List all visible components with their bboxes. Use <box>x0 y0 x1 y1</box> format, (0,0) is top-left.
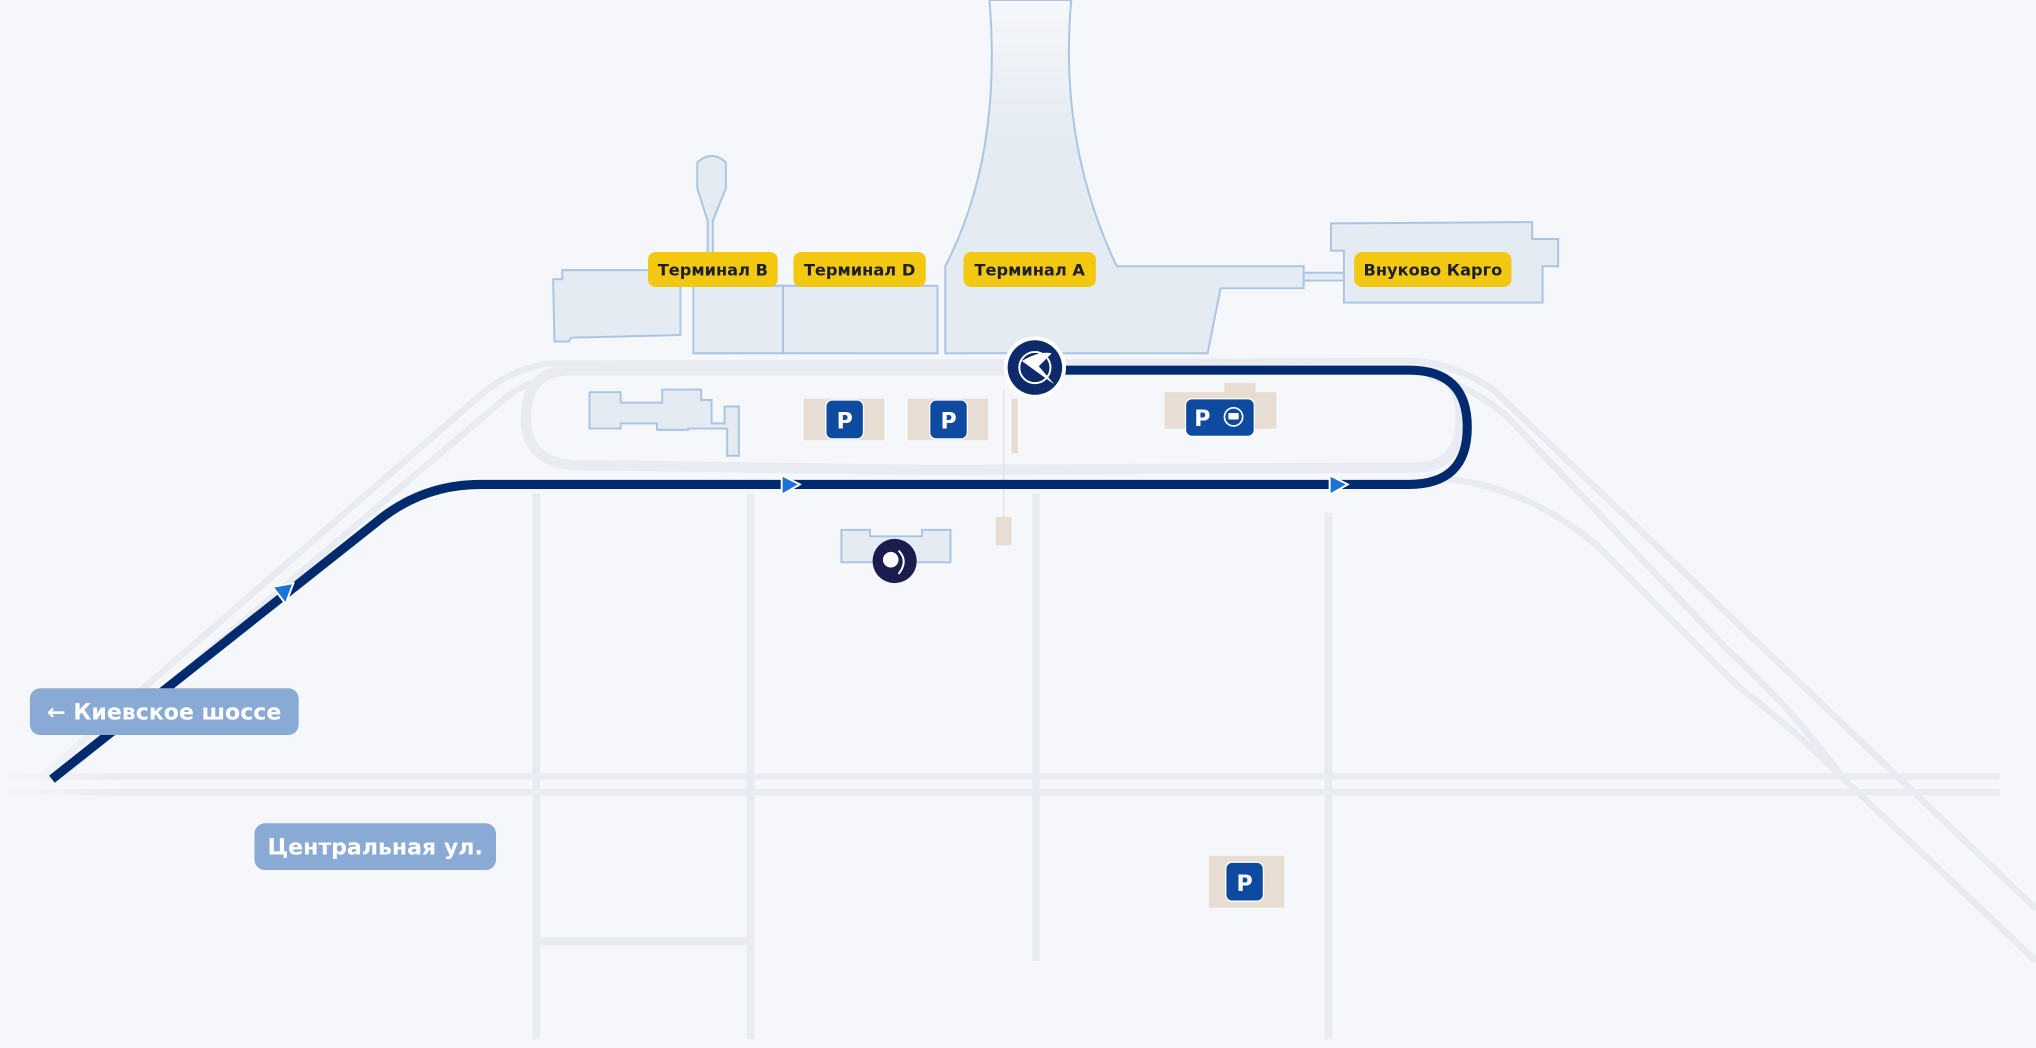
direction-arrow-icon <box>780 473 802 497</box>
parking-icon[interactable]: P <box>1225 861 1265 902</box>
svg-text:Терминал A: Терминал A <box>974 260 1085 279</box>
svg-text:Терминал B: Терминал B <box>658 260 768 279</box>
svg-text:P: P <box>1236 872 1252 897</box>
svg-text:← Киевское шоссе: ← Киевское шоссе <box>47 700 281 725</box>
hotel-icon[interactable] <box>872 538 917 584</box>
vnukovo-cargo-label[interactable]: Внуково Карго <box>1354 251 1512 288</box>
svg-text:Центральная ул.: Центральная ул. <box>268 835 483 860</box>
svg-text:P: P <box>1194 407 1210 432</box>
parking-icon[interactable]: P <box>825 399 865 440</box>
svg-text:P: P <box>837 410 853 435</box>
direction-arrow-icon <box>1328 473 1350 497</box>
terminal-a-label[interactable]: Терминал A <box>963 251 1096 288</box>
svg-text:Терминал D: Терминал D <box>804 260 915 279</box>
route-line <box>49 365 1472 783</box>
parking-icon[interactable]: P <box>929 399 969 440</box>
central-street-label[interactable]: Центральная ул. <box>254 823 497 871</box>
direction-arrow-icon <box>270 581 295 606</box>
terminal-b-label[interactable]: Терминал B <box>647 251 778 288</box>
kievskoe-highway-label[interactable]: ← Киевское шоссе <box>29 688 299 736</box>
route-arrows <box>270 473 1350 606</box>
svg-text:Внуково Карго: Внуково Карго <box>1363 260 1502 279</box>
terminal-d-label[interactable]: Терминал D <box>793 251 926 288</box>
svg-text:P: P <box>940 410 956 435</box>
parking-with-car-service-icon[interactable]: P <box>1184 398 1255 438</box>
car-icon <box>1223 406 1244 427</box>
airport-logo-icon[interactable] <box>1003 336 1067 399</box>
